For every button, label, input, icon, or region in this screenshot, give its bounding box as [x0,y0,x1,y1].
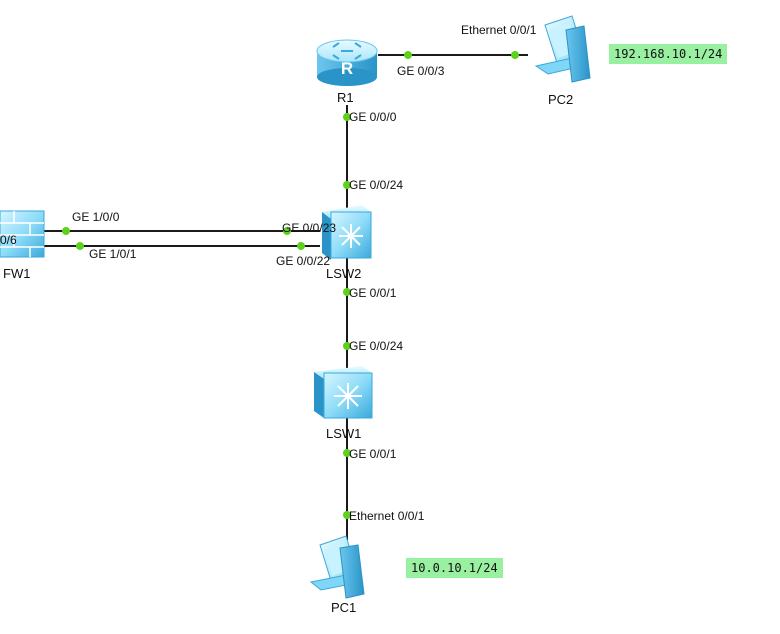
port-dot-lsw2-ge0024 [343,181,351,189]
port-label-lsw1-ge0024: GE 0/0/24 [349,339,404,353]
port-label-pc1-eth: Ethernet 0/0/1 [349,509,425,523]
port-label-r1-ge000: GE 0/0/0 [349,110,397,124]
port-label-lsw1-ge001: GE 0/0/1 [349,447,397,461]
links [44,54,528,540]
port-dots [62,51,519,519]
port-label-lsw2-ge0024: GE 0/0/24 [349,178,404,192]
pc-icon[interactable] [534,15,591,83]
device-name-lsw2: LSW2 [326,266,362,281]
router-icon[interactable]: R [316,39,378,86]
port-dot-lsw2-ge001 [343,288,351,296]
port-label-fw1-ge101: GE 1/0/1 [89,247,137,261]
firewall-icon[interactable]: 0/6 [0,210,45,258]
ip-label-pc2: 192.168.10.1/24 [609,44,728,64]
port-dot-fw1-ge101 [76,242,84,250]
port-dot-pc2-eth [511,51,519,59]
switch-icon[interactable] [322,205,372,260]
port-label-lsw2-ge001: GE 0/0/1 [349,286,397,300]
port-label-fw1-ge100: GE 1/0/0 [72,210,120,224]
device-name-fw1: FW1 [3,266,31,281]
pc-icon[interactable] [309,535,365,599]
port-dot-r1-ge003 [404,51,412,59]
firewall-badge: 0/6 [0,233,17,247]
device-name-pc1: PC1 [331,600,357,615]
port-dot-lsw2-ge0022 [297,242,305,250]
device-name-lsw1: LSW1 [326,426,362,441]
port-label-pc2-eth: Ethernet 0/0/1 [461,23,537,37]
port-dot-r1-ge000 [343,113,351,121]
port-dot-lsw1-ge001 [343,449,351,457]
port-dot-lsw2-ge0023 [283,227,291,235]
ip-label-pc1: 10.0.10.1/24 [406,558,503,578]
switch-icon[interactable] [314,366,373,419]
port-label-r1-ge003: GE 0/0/3 [397,64,445,78]
device-name-pc2: PC2 [548,92,574,107]
device-name-r1: R1 [337,90,354,105]
port-label-lsw2-ge0023: GE 0/0/23 [282,221,337,235]
router-badge: R [341,59,353,78]
port-label-lsw2-ge0022: GE 0/0/22 [276,254,331,268]
port-dot-pc1-eth [343,511,351,519]
port-dot-fw1-ge100 [62,227,70,235]
port-dot-lsw1-ge0024 [343,342,351,350]
